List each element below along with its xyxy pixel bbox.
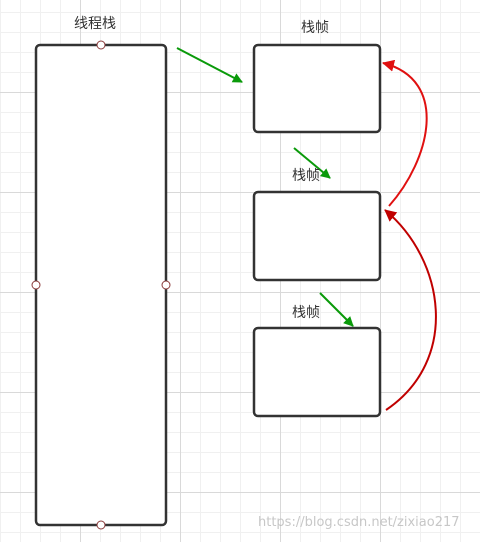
stack-frame-box-1[interactable] (252, 43, 382, 134)
stack-frame-label-3: 栈帧 (292, 305, 320, 321)
handle-right[interactable] (161, 280, 171, 290)
handle-top[interactable] (96, 40, 106, 50)
stack-frame-box-2[interactable] (252, 190, 382, 282)
red-arrow-frame-2-to-frame-1[interactable] (382, 59, 428, 207)
green-arrow-to-frame-1[interactable] (176, 47, 243, 83)
stack-frame-label-2: 栈帧 (292, 168, 320, 184)
handle-bottom[interactable] (96, 520, 106, 530)
red-arrow-frame-3-to-frame-2[interactable] (384, 209, 437, 411)
thread-stack-box[interactable] (34, 43, 168, 527)
stack-frame-label-1: 栈帧 (301, 20, 329, 36)
watermark: https://blog.csdn.net/zixiao217 (258, 515, 460, 530)
green-arrow-to-frame-3[interactable] (319, 292, 354, 327)
handle-left[interactable] (31, 280, 41, 290)
stack-frame-box-3[interactable] (252, 326, 382, 418)
green-arrow-to-frame-2[interactable] (293, 147, 331, 179)
thread-stack-label: 线程栈 (74, 16, 116, 32)
